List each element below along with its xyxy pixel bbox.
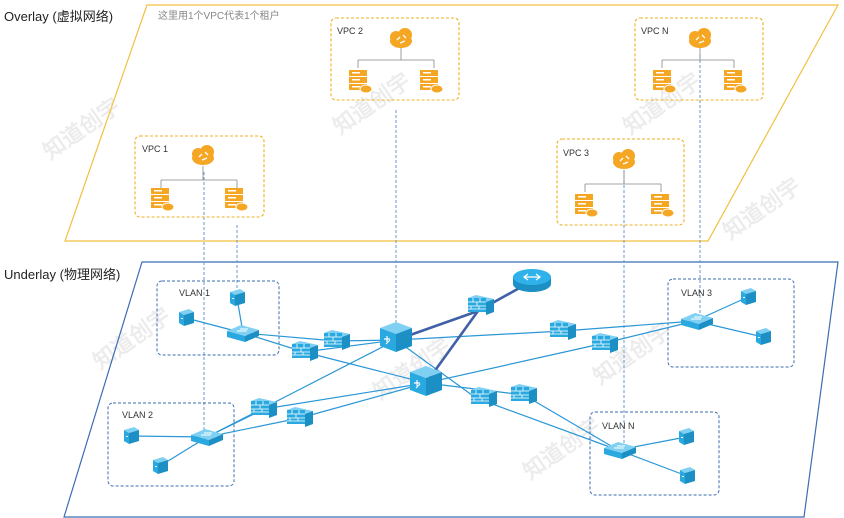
firewall-icon[interactable] (470, 386, 498, 408)
watermark: 知道创宇 (719, 173, 805, 244)
host-icon[interactable] (741, 288, 756, 305)
firewall-icon[interactable] (250, 397, 278, 419)
vlan-label: VLAN 2 (122, 410, 153, 420)
firewall-icon[interactable] (549, 319, 577, 341)
vpc-3[interactable]: VPC 3 (556, 138, 685, 226)
underlay-plane (63, 261, 839, 518)
core-switch-icon[interactable] (379, 321, 413, 353)
server-icon (650, 193, 675, 218)
server-icon (723, 69, 748, 94)
vpc-label: VPC N (641, 26, 669, 36)
server-icon (348, 69, 373, 94)
watermark-layer: 知道创宇 知道创宇 知道创宇 知道创宇 知道创宇 知道创宇 知道创宇 知道创宇 (39, 68, 805, 484)
cloud-router-icon (389, 27, 413, 49)
watermark: 知道创宇 (329, 68, 415, 139)
firewall-icon[interactable] (591, 332, 619, 354)
core-switch-icon[interactable] (409, 365, 443, 397)
cloud-router-icon (688, 27, 712, 49)
vpc-1[interactable]: VPC 1 (134, 135, 265, 218)
vlan-label: VLAN 3 (681, 288, 712, 298)
underlay-title: Underlay (物理网络) (4, 267, 120, 282)
firewall-icon[interactable] (467, 294, 495, 316)
cloud-router-icon (191, 144, 215, 166)
watermark: 知道创宇 (39, 93, 125, 164)
vpc-label: VPC 1 (142, 144, 168, 154)
host-icon[interactable] (179, 309, 194, 326)
vlan-n[interactable]: VLAN N (589, 411, 720, 496)
vlan-label: VLAN 1 (179, 288, 210, 298)
vlan-1[interactable]: VLAN 1 (156, 280, 280, 356)
overlay-title: Overlay (虚拟网络) (4, 9, 113, 24)
server-icon (224, 187, 249, 212)
watermark: 知道创宇 (89, 303, 175, 374)
mapping-lines (203, 55, 701, 450)
host-icon[interactable] (679, 428, 694, 445)
router-icon[interactable] (512, 268, 552, 293)
overlay-note: 这里用1个VPC代表1个租户 (158, 9, 280, 22)
server-icon (574, 193, 599, 218)
watermark: 知道创宇 (519, 413, 605, 484)
vpc-n[interactable]: VPC N (634, 17, 764, 101)
cloud-router-icon (612, 148, 636, 170)
firewall-icon[interactable] (323, 329, 351, 351)
firewall-icon[interactable] (291, 340, 319, 362)
vpc-2[interactable]: VPC 2 (330, 17, 460, 101)
overlay-plane (64, 4, 840, 242)
switch-icon[interactable] (226, 324, 260, 343)
vpc-label: VPC 2 (337, 26, 363, 36)
host-icon[interactable] (756, 328, 771, 345)
host-icon[interactable] (230, 289, 245, 306)
vpc-label: VPC 3 (563, 148, 589, 158)
vlan-2[interactable]: VLAN 2 (107, 402, 235, 487)
server-icon (150, 187, 175, 212)
host-icon[interactable] (124, 427, 139, 444)
firewall-icon[interactable] (286, 406, 314, 428)
firewall-icon[interactable] (510, 383, 538, 405)
host-icon[interactable] (680, 467, 695, 484)
server-icon (419, 69, 444, 94)
host-icon[interactable] (153, 457, 168, 474)
vlan-label: VLAN N (602, 421, 635, 431)
